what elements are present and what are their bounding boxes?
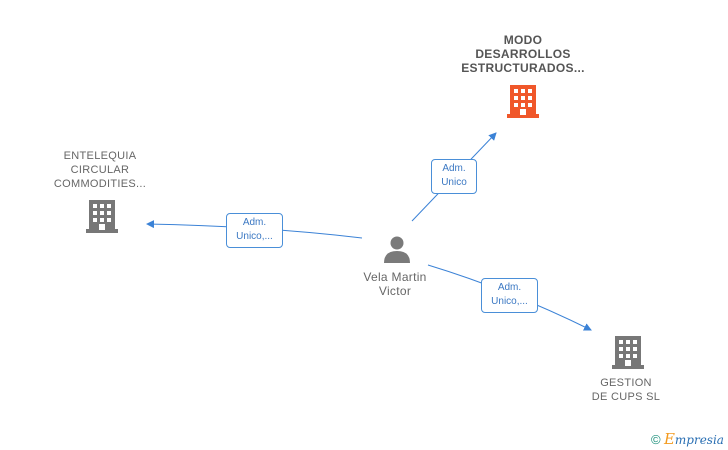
- building-icon[interactable]: [86, 199, 118, 233]
- person-icon[interactable]: [383, 235, 411, 263]
- company-name-modo[interactable]: MODO DESARROLLOS ESTRUCTURADOS...: [461, 33, 585, 75]
- person-name[interactable]: Vela Martin Victor: [363, 270, 427, 298]
- relation-label-modo: Adm. Unico: [431, 159, 477, 194]
- building-icon[interactable]: [507, 84, 539, 118]
- building-icon[interactable]: [612, 335, 644, 369]
- relation-label-gestion: Adm. Unico,...: [481, 278, 538, 313]
- company-name-entelequia[interactable]: ENTELEQUIA CIRCULAR COMMODITIES...: [53, 150, 147, 190]
- relation-label-entelequia: Adm. Unico,...: [226, 213, 283, 248]
- company-name-gestion[interactable]: GESTION DE CUPS SL: [591, 377, 661, 403]
- brand-initial: E: [663, 430, 675, 448]
- brand-name: mpresia: [674, 433, 724, 447]
- empresia-logo[interactable]: © Empresia: [651, 430, 724, 448]
- copyright-symbol: ©: [651, 432, 661, 447]
